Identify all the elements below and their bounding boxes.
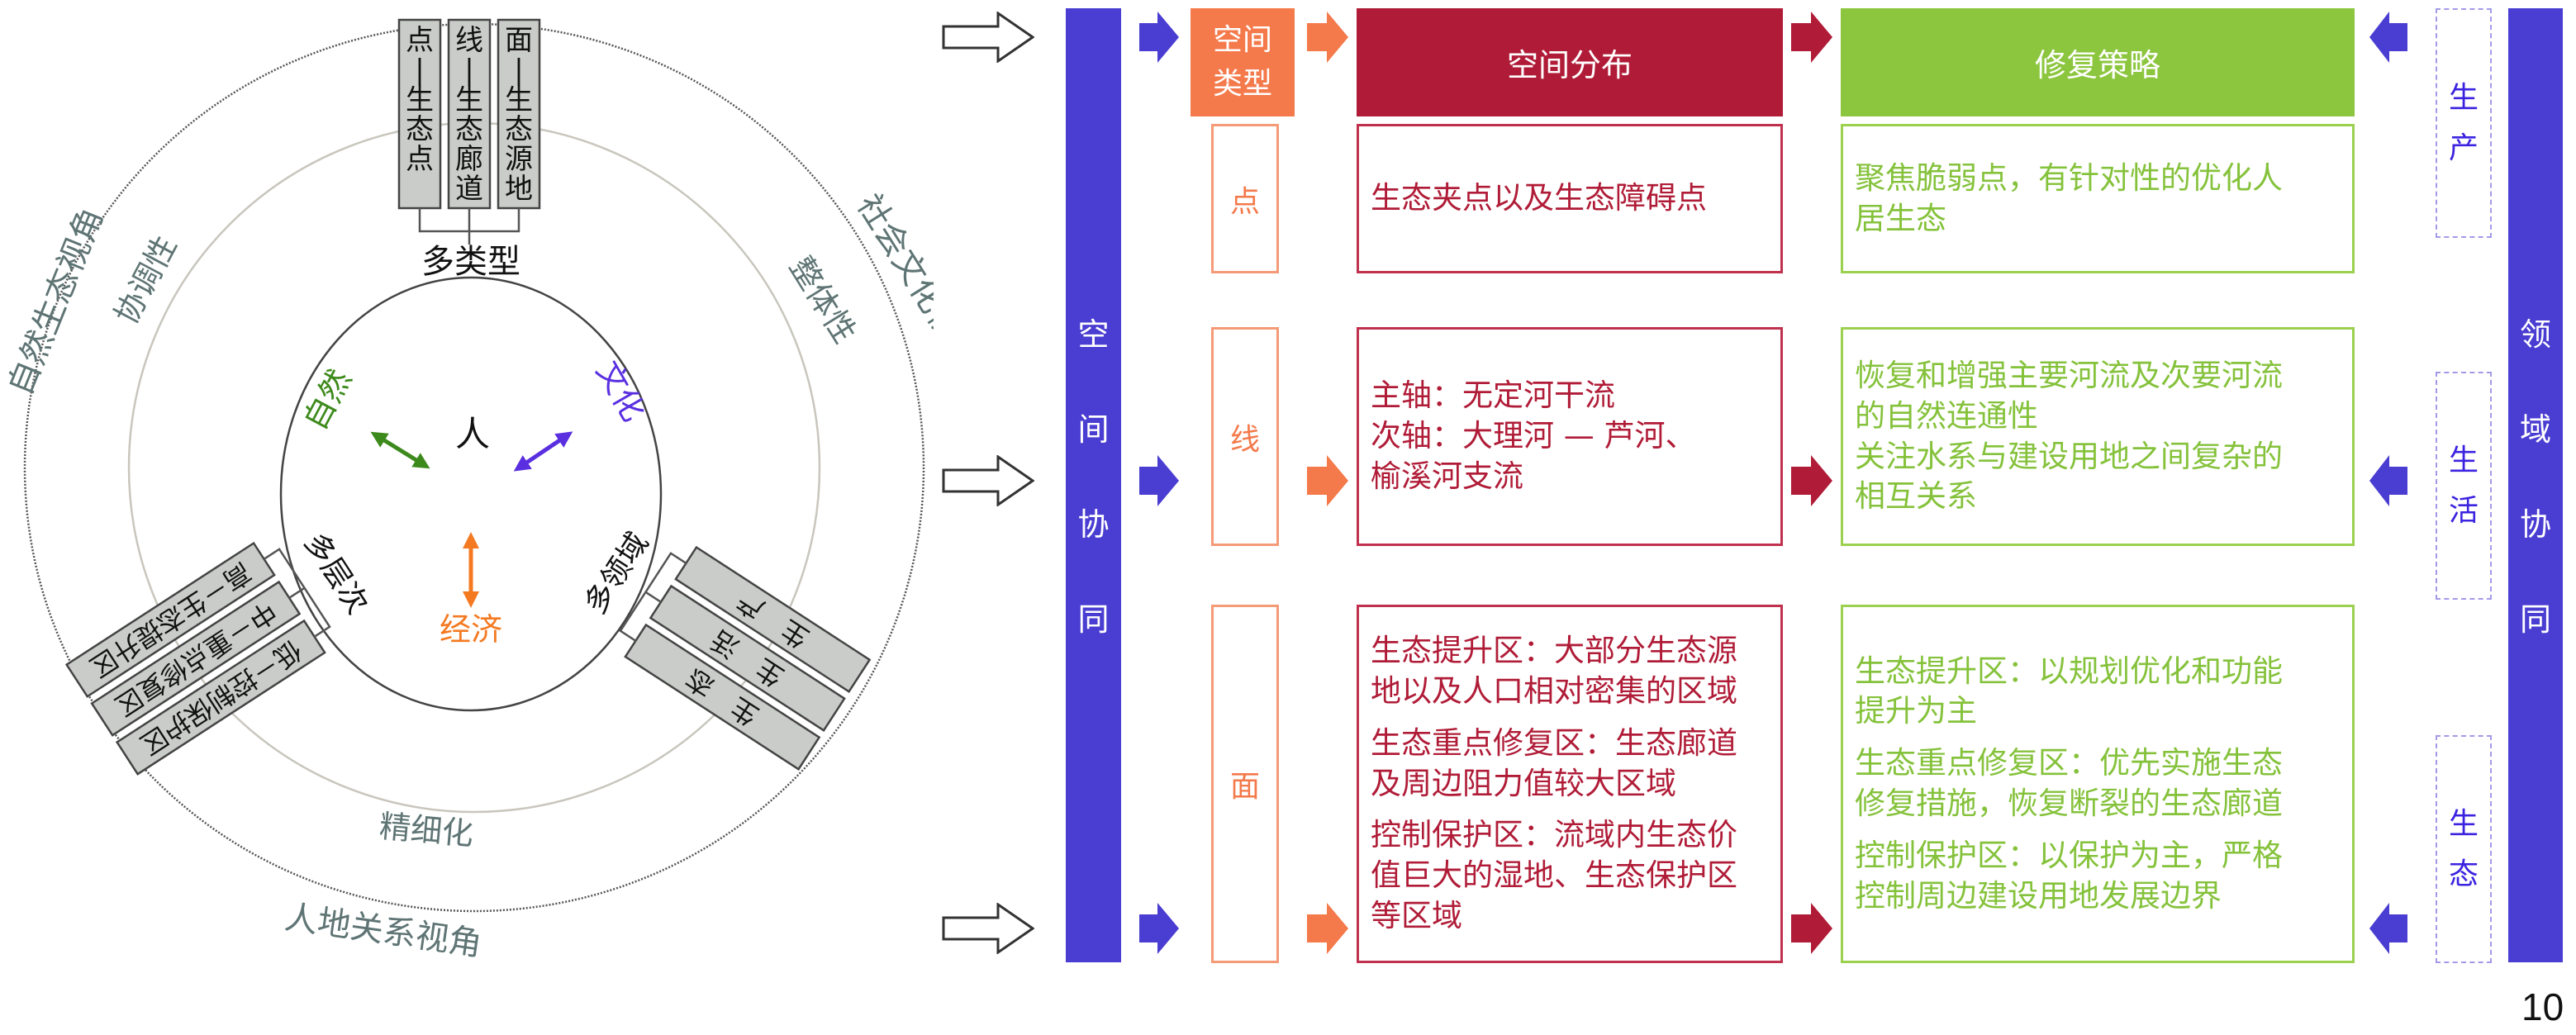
- orange-arrow-bottom-icon: [1307, 903, 1348, 954]
- blue-arrow-middle-icon: [1139, 455, 1179, 506]
- row-strategy-surface: 生态提升区：以规划优化和功能 提升为主 生态重点修复区：优先实施生态 修复措施，…: [1841, 605, 2355, 963]
- domain-coordination-bar: 领 域 协 同: [2508, 8, 2563, 962]
- types-title: 多类型: [421, 243, 520, 281]
- blue-arrow-top-icon: [1139, 12, 1179, 63]
- domains-connector: [619, 552, 687, 642]
- hollow-arrow-bottom-icon: [942, 903, 1034, 954]
- distribution-text: 生态重点修复区：生态廊道 及周边阻力值较大区域: [1371, 724, 1737, 801]
- culture-label: 文化: [589, 355, 652, 428]
- domain-coordination-char: 同: [2519, 601, 2552, 638]
- domains-title: 多领域: [578, 527, 655, 620]
- row-type-surface: 面: [1211, 605, 1279, 963]
- domain-char: 态: [2448, 857, 2479, 891]
- domain-box-ecology: 生 态: [2436, 735, 2492, 963]
- purple-arrow-top-icon: [2369, 12, 2407, 63]
- domain-char: 活: [2448, 494, 2479, 528]
- domain-box-production: 生 产: [2436, 8, 2492, 238]
- spatial-coordination-char: 协: [1077, 506, 1110, 543]
- red-arrow-bottom-icon: [1791, 903, 1832, 954]
- orange-arrow-top-icon: [1307, 12, 1348, 63]
- outer-ring: [23, 22, 925, 913]
- red-arrow-middle-icon: [1791, 455, 1832, 506]
- types-group: 点|生态点 线|生态廊道 面|生态源地 多类型: [397, 18, 541, 281]
- strategy-text: 生态提升区：以规划优化和功能 提升为主: [1855, 653, 2283, 729]
- row-strategy-point: 聚焦脆弱点，有针对性的优化人 居生态: [1841, 124, 2355, 273]
- domain-char: 产: [2448, 131, 2479, 165]
- domain-coordination-char: 领: [2519, 316, 2552, 353]
- middle-label-right: 整体性: [782, 250, 863, 349]
- middle-label-left: 协调性: [107, 230, 183, 330]
- domain-coordination-char: 域: [2519, 411, 2552, 448]
- type-bar-point-text: 点|生态点: [406, 24, 434, 176]
- type-bar-line: 线|生态廊道: [447, 18, 492, 210]
- middle-label-bottom: 精细化: [378, 808, 474, 852]
- nature-label: 自然: [297, 363, 359, 436]
- strategy-text: 恢复和增强主要河流及次要河流 的自然连通性 关注水系与建设用地之间复杂的 相互关…: [1855, 357, 2283, 515]
- row-type-point-text: 点: [1229, 184, 1260, 219]
- row-type-surface-text: 面: [1229, 770, 1260, 804]
- hollow-arrow-middle-icon: [942, 455, 1034, 506]
- row-distribution-point: 生态夹点以及生态障碍点: [1357, 124, 1783, 273]
- header-restoration-strategy: 修复策略: [1841, 8, 2355, 116]
- purple-arrow-middle-icon: [2369, 455, 2407, 506]
- strategy-text: 控制保护区：以保护为主，严格 控制周边建设用地发展边界: [1855, 837, 2283, 914]
- inner-ring: [279, 276, 663, 712]
- economy-label: 经济: [440, 611, 502, 648]
- domains-group: 生 产 生 活 生 态 多领域: [578, 527, 872, 771]
- domain-bar-living: 生 活: [649, 584, 846, 732]
- spatial-coordination-bar: 空 间 协 同: [1066, 8, 1121, 962]
- outer-label-right: 社会文化视角: [849, 188, 934, 376]
- type-bar-point: 点|生态点: [397, 18, 442, 210]
- row-type-line-text: 线: [1229, 422, 1260, 457]
- culture-double-arrow: [513, 431, 573, 472]
- types-connector: [418, 208, 520, 245]
- type-bar-surface: 面|生态源地: [497, 18, 541, 210]
- domain-char: 生: [2448, 443, 2479, 477]
- distribution-text: 主轴：无定河干流 次轴：大理河 — 芦河、 榆溪河支流: [1371, 377, 1696, 494]
- domain-char: 生: [2448, 80, 2479, 115]
- row-type-point: 点: [1211, 124, 1279, 273]
- domain-char: 生: [2448, 806, 2479, 841]
- blue-arrow-bottom-icon: [1139, 903, 1179, 954]
- spatial-coordination-char: 空: [1077, 316, 1110, 353]
- row-distribution-surface: 生态提升区：大部分生态源 地以及人口相对密集的区域 生态重点修复区：生态廊道 及…: [1357, 605, 1783, 963]
- header-restoration-strategy-text: 修复策略: [2034, 47, 2160, 83]
- levels-connector: [263, 548, 331, 638]
- framework-wheel: 自然生态视角 社会文化视角 人地关系视角 协调性 整体性 精细化 人 自然 文化…: [2, 18, 934, 964]
- header-spatial-distribution-text: 空间分布: [1506, 47, 1633, 83]
- orange-arrow-middle-icon: [1307, 455, 1348, 506]
- spatial-coordination-char: 间: [1077, 411, 1110, 448]
- header-space-type-line: 空间: [1212, 23, 1272, 58]
- distribution-text: 生态夹点以及生态障碍点: [1371, 180, 1707, 216]
- outer-label-left: 自然生态视角: [2, 202, 112, 401]
- distribution-text: 生态提升区：大部分生态源 地以及人口相对密集的区域: [1371, 633, 1737, 709]
- nature-double-arrow: [370, 431, 430, 469]
- type-bar-surface-text: 面|生态源地: [505, 24, 533, 206]
- distribution-text: 控制保护区：流域内生态价 值巨大的湿地、生态保护区 等区域: [1371, 817, 1737, 934]
- type-bar-line-text: 线|生态廊道: [455, 24, 483, 206]
- red-arrow-top-icon: [1791, 12, 1832, 63]
- strategy-text: 生态重点修复区：优先实施生态 修复措施，恢复断裂的生态廊道: [1855, 745, 2283, 821]
- page-number: 10: [2521, 985, 2564, 1028]
- row-type-line: 线: [1211, 327, 1279, 546]
- domain-box-living: 生 活: [2436, 372, 2492, 600]
- levels-group: 高－生态提升区 中－重点修复区 低－控制保护区 多层次: [64, 527, 374, 776]
- person-label: 人: [455, 414, 490, 454]
- domain-coordination-char: 协: [2519, 506, 2552, 543]
- row-strategy-line: 恢复和增强主要河流及次要河流 的自然连通性 关注水系与建设用地之间复杂的 相互关…: [1841, 327, 2355, 546]
- header-space-type-line: 类型: [1212, 66, 1272, 101]
- purple-arrow-bottom-icon: [2369, 903, 2407, 954]
- outer-label-bottom: 人地关系视角: [283, 899, 484, 964]
- header-space-type: 空间 类型: [1191, 8, 1295, 116]
- row-distribution-line: 主轴：无定河干流 次轴：大理河 — 芦河、 榆溪河支流: [1357, 327, 1783, 546]
- header-spatial-distribution: 空间分布: [1357, 8, 1783, 116]
- hollow-arrow-top-icon: [942, 12, 1034, 63]
- strategy-text: 聚焦脆弱点，有针对性的优化人 居生态: [1855, 159, 2283, 236]
- spatial-coordination-char: 同: [1077, 601, 1110, 638]
